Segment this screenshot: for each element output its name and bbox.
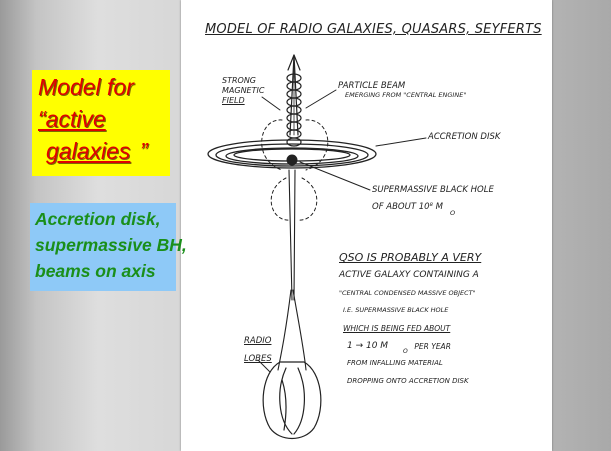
yellow-line-1: Model for [38,74,134,101]
blue-summary-box: Accretion disk, supermassive BH, beams o… [30,203,176,291]
yellow-line-2: “active [38,106,106,133]
yellow-line-3: galaxies [46,138,130,165]
yellow-model-box: Model for “active galaxies ” [32,70,170,176]
blue-line-3: beams on axis [35,261,156,282]
lower-jet [278,170,306,370]
blue-line-1: Accretion disk, [35,209,160,230]
yellow-quote-close: ” [140,138,148,165]
leader-lines [258,90,426,372]
radio-lobe [263,362,321,439]
black-hole [287,155,297,165]
blue-line-2: supermassive BH, [35,235,187,256]
